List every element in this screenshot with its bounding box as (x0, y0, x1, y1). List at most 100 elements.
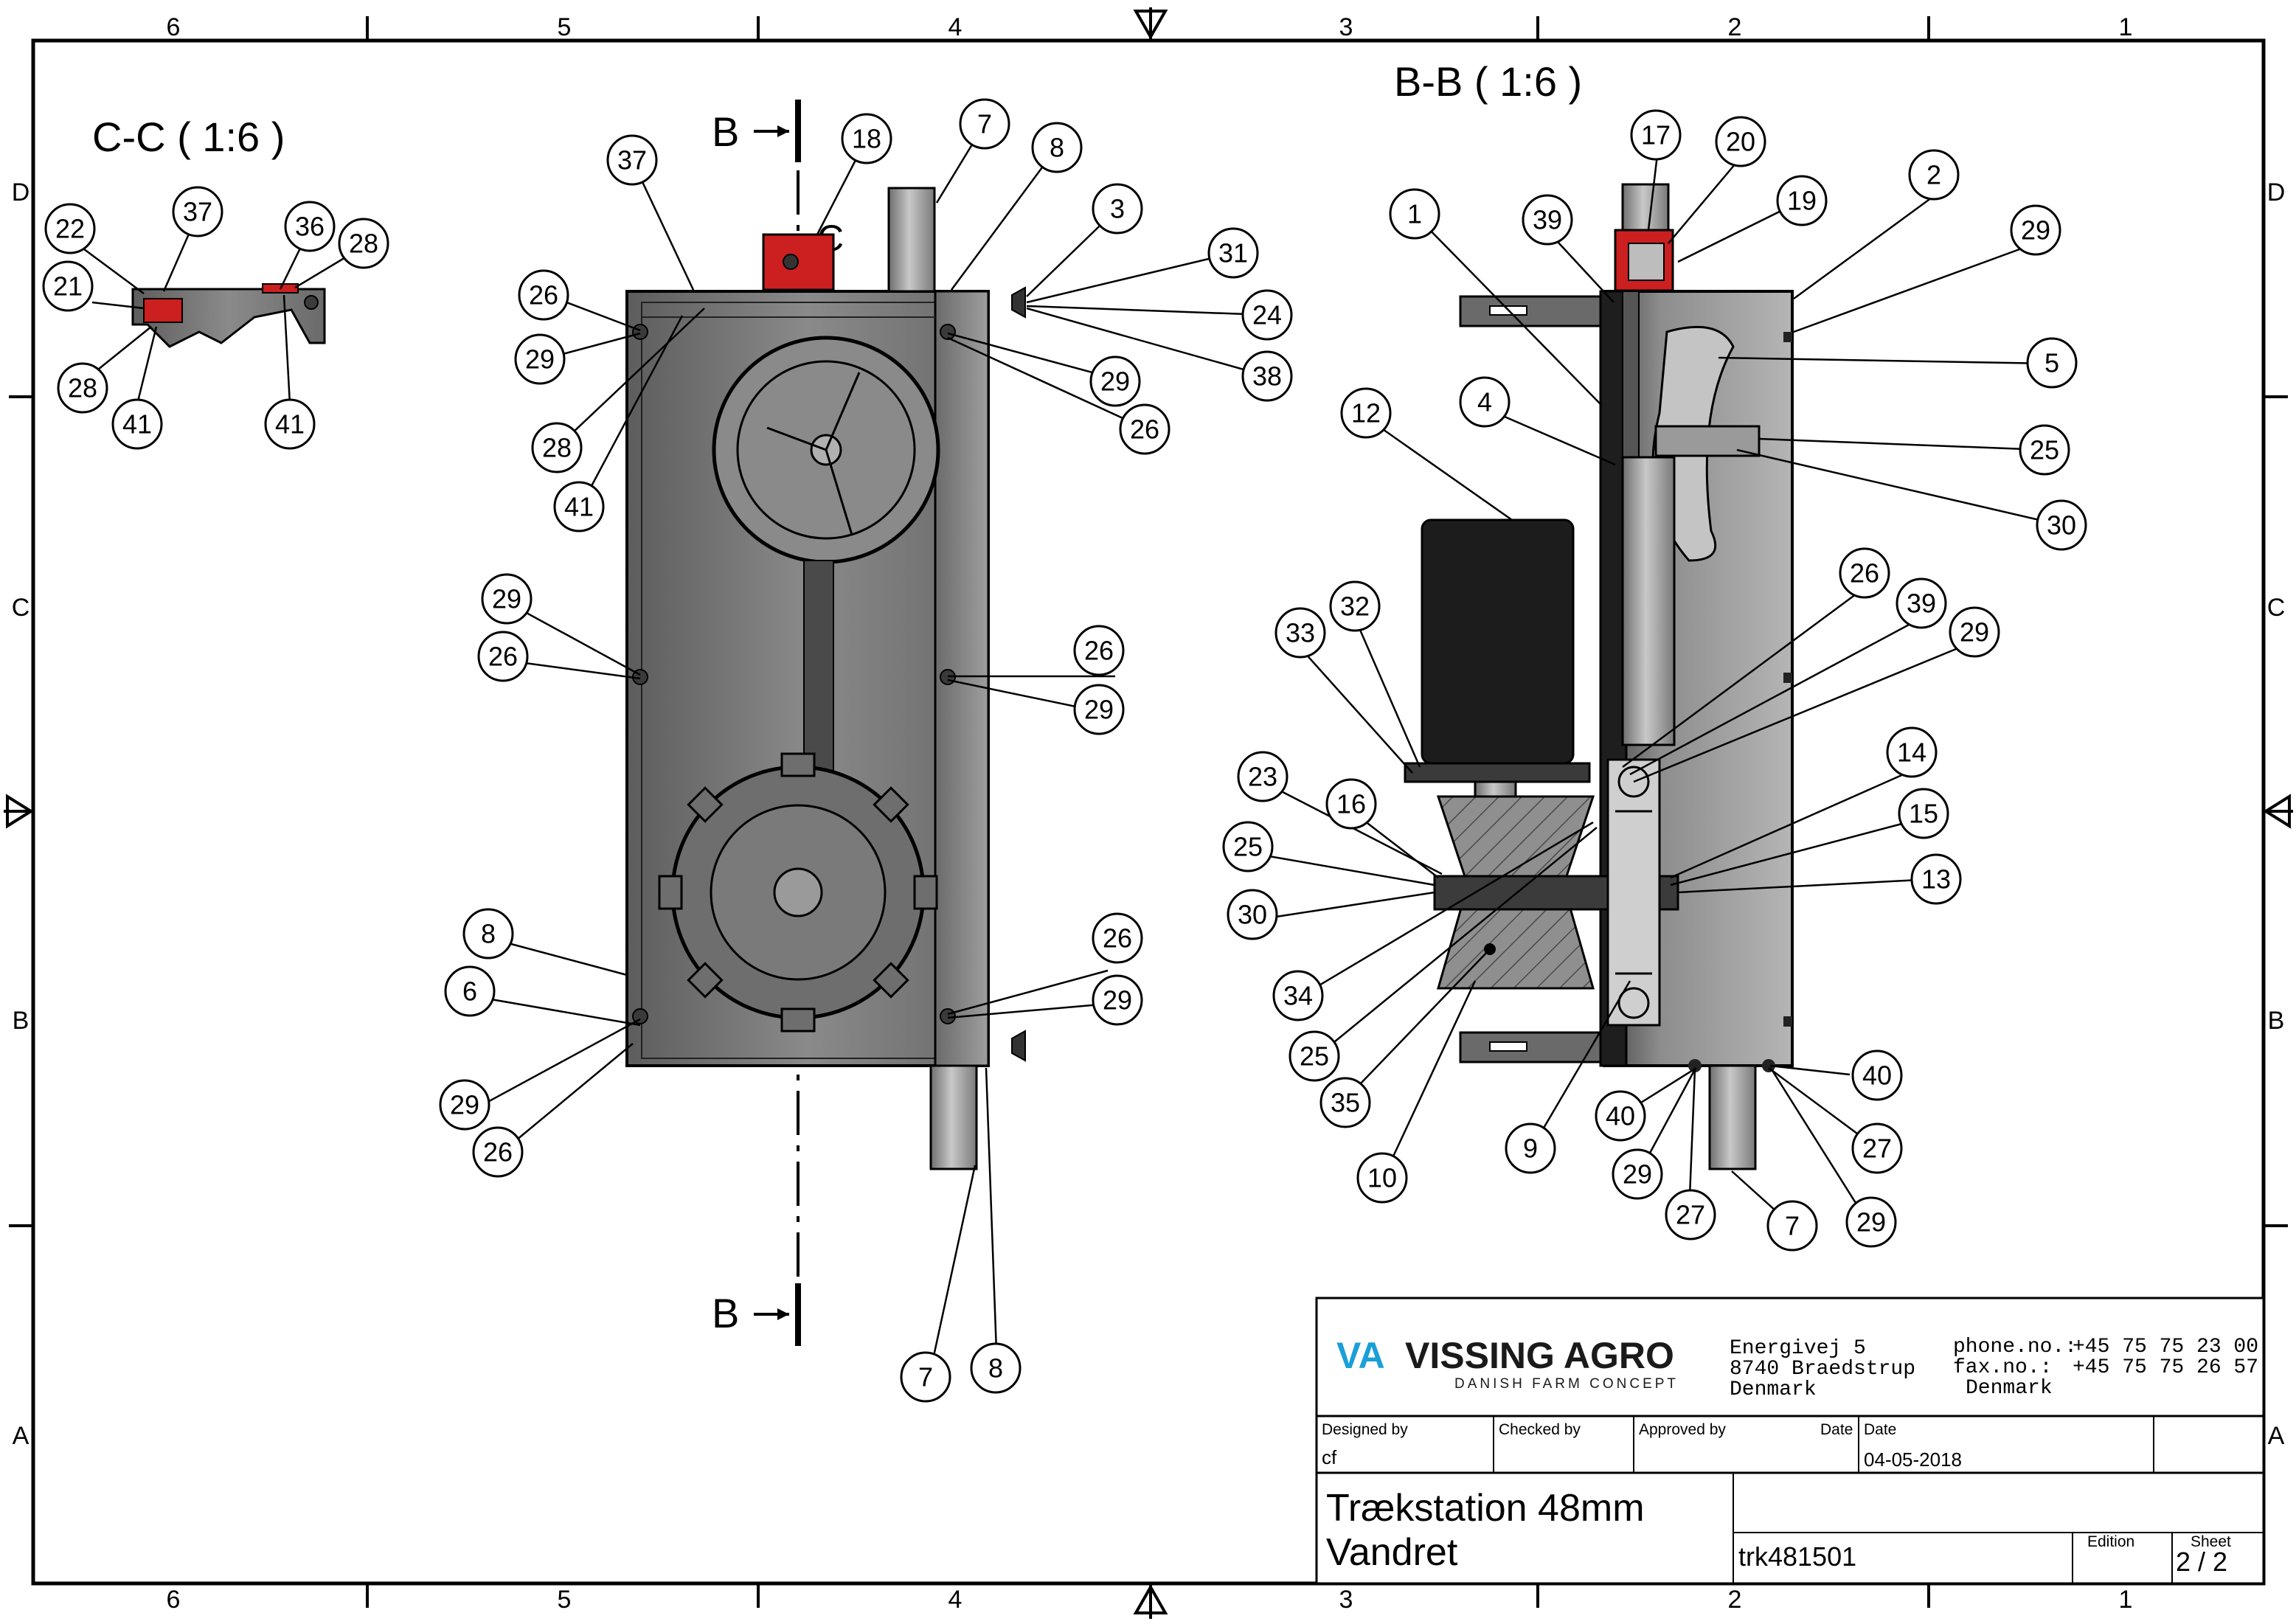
column-markers-bottom: 6 5 4 3 2 1 (167, 1586, 2133, 1614)
zone-label: C (2267, 594, 2286, 622)
zone-label: 3 (1339, 1586, 1353, 1614)
zone-label: B (2268, 1007, 2285, 1035)
svg-text:29: 29 (1100, 367, 1130, 397)
svg-text:25: 25 (1300, 1041, 1329, 1072)
svg-text:28: 28 (349, 229, 378, 259)
address-line: Energivej 5 (1730, 1337, 1866, 1360)
zone-label: 1 (2119, 1586, 2133, 1614)
svg-text:37: 37 (617, 145, 647, 176)
balloon: 32 (1329, 580, 1381, 632)
svg-text:25: 25 (1233, 832, 1263, 862)
balloon: 2 (1908, 149, 1960, 201)
svg-text:8: 8 (988, 1353, 1003, 1384)
svg-text:4: 4 (1477, 387, 1492, 417)
balloon: 26 (1839, 547, 1890, 599)
svg-text:31: 31 (1218, 238, 1248, 268)
svg-text:29: 29 (1084, 695, 1114, 725)
balloon: 31 (1207, 227, 1259, 279)
section-view-bb: B-B ( 1:6 ) (1394, 58, 1794, 1170)
phone-value: +45 75 75 23 00 (2073, 1336, 2258, 1358)
svg-text:35: 35 (1331, 1088, 1360, 1118)
cut-label-b-top: B (712, 108, 739, 155)
svg-text:14: 14 (1897, 738, 1926, 768)
balloon: 12 (1340, 387, 1392, 439)
balloon: 26 (477, 631, 529, 682)
balloon: 29 (514, 333, 566, 385)
svg-text:25: 25 (2030, 435, 2059, 465)
balloon: 28 (338, 218, 389, 269)
balloon: 29 (1089, 355, 1141, 407)
balloon: 19 (1776, 175, 1828, 226)
balloon: 41 (553, 481, 605, 532)
balloon: 3 (1092, 183, 1143, 235)
balloon: 7 (900, 1351, 951, 1403)
svg-text:33: 33 (1286, 618, 1315, 648)
balloon: 4 (1459, 376, 1511, 428)
balloon: 29 (1073, 684, 1125, 735)
company-name: VISSING AGRO (1405, 1335, 1674, 1376)
svg-text:29: 29 (525, 344, 555, 375)
balloon: 10 (1356, 1152, 1408, 1204)
zone-label: C (12, 594, 30, 622)
svg-text:19: 19 (1787, 186, 1817, 216)
svg-text:36: 36 (295, 212, 325, 242)
balloon: 6 (444, 965, 496, 1017)
svg-text:21: 21 (53, 271, 83, 302)
drawing-title-line2: Vandret (1326, 1531, 1458, 1574)
svg-text:7: 7 (977, 109, 992, 139)
zone-label: 2 (1728, 1586, 1742, 1614)
balloon: 29 (439, 1079, 490, 1131)
designed-by-value: cf (1322, 1446, 1337, 1468)
address-line: Denmark (1730, 1378, 1817, 1401)
svg-text:7: 7 (918, 1362, 933, 1392)
designed-by-label: Designed by (1322, 1421, 1408, 1438)
svg-text:9: 9 (1523, 1134, 1538, 1164)
balloon: 15 (1898, 788, 1949, 839)
balloon: 24 (1241, 289, 1293, 341)
balloon: 29 (1845, 1196, 1897, 1248)
balloon: 25 (1222, 821, 1274, 872)
balloon: 22 (44, 203, 96, 254)
svg-text:7: 7 (1785, 1211, 1800, 1241)
balloon: 21 (42, 260, 94, 312)
checked-by-label: Checked by (1499, 1421, 1581, 1438)
sheet-label: Sheet (2191, 1533, 2231, 1550)
balloon: 37 (606, 134, 658, 186)
svg-text:28: 28 (68, 373, 97, 403)
balloon: 38 (1241, 350, 1293, 402)
balloon: 18 (841, 113, 892, 164)
approved-by-label: Approved by (1639, 1421, 1726, 1438)
balloon: 7 (959, 98, 1010, 150)
svg-text:23: 23 (1248, 762, 1277, 792)
zone-label: 4 (948, 1586, 963, 1614)
row-markers-left: D C B A (12, 178, 30, 1450)
svg-text:22: 22 (55, 214, 85, 244)
balloon: 26 (1119, 403, 1170, 455)
balloon: 36 (284, 201, 336, 252)
balloon: 35 (1319, 1077, 1371, 1128)
balloon: 27 (1665, 1189, 1716, 1240)
row-markers-right: D C B A (2267, 178, 2286, 1450)
zone-label: 6 (167, 1586, 181, 1614)
balloon: 40 (1595, 1090, 1646, 1142)
svg-text:3: 3 (1110, 194, 1125, 224)
balloon: 34 (1272, 970, 1324, 1021)
balloon: 40 (1851, 1049, 1903, 1101)
svg-text:8: 8 (481, 919, 496, 949)
zone-label: 2 (1728, 13, 1742, 41)
balloon: 41 (264, 398, 316, 450)
svg-text:41: 41 (275, 409, 305, 440)
svg-text:26: 26 (1130, 414, 1159, 445)
zone-label: 6 (167, 13, 181, 41)
balloon: 14 (1886, 726, 1938, 778)
svg-text:39: 39 (1533, 205, 1562, 235)
svg-text:26: 26 (1103, 923, 1132, 954)
company-mark: VA (1336, 1335, 1385, 1376)
balloon: 29 (481, 573, 533, 625)
balloon: 16 (1325, 778, 1377, 830)
svg-text:20: 20 (1726, 127, 1755, 157)
svg-text:32: 32 (1340, 591, 1370, 622)
zone-label: D (2267, 178, 2286, 207)
front-view: B B C C (625, 100, 1026, 1346)
